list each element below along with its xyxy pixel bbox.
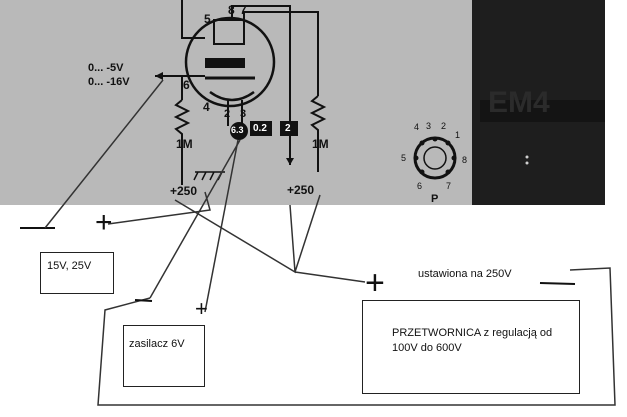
minus-sign-converter bbox=[539, 282, 576, 285]
pin-label: 5 bbox=[204, 12, 211, 26]
tube-highlight bbox=[525, 155, 529, 159]
tube-envelope bbox=[184, 16, 276, 108]
wire-pin5 bbox=[181, 0, 205, 39]
tube-badge-tag bbox=[280, 121, 298, 136]
supply-box-label: 15V, 25V bbox=[47, 260, 92, 272]
tube-label-strip bbox=[480, 100, 605, 122]
heater-box-label: zasilacz 6V bbox=[129, 338, 185, 350]
voltage-right: +250 bbox=[287, 183, 315, 197]
voltage-left: +250 bbox=[170, 184, 198, 198]
plus-sign: + bbox=[95, 206, 113, 239]
tube-anode bbox=[213, 19, 245, 45]
resistor-right-value: 1M bbox=[312, 137, 329, 151]
arrow-right bbox=[286, 158, 294, 165]
pin-label: 6 bbox=[183, 78, 190, 92]
socket-pin-label: 1 bbox=[455, 130, 461, 140]
converter-note: ustawiona na 250V bbox=[418, 268, 512, 280]
wire-supply-minus bbox=[44, 79, 164, 229]
socket-pin bbox=[419, 169, 425, 175]
pin-label: 2 bbox=[224, 108, 231, 120]
wire-heater-minus bbox=[149, 139, 241, 299]
filament-voltage: 6.3 bbox=[231, 125, 244, 135]
pin-label: 7 bbox=[240, 3, 247, 17]
socket-pin-label: 6 bbox=[417, 181, 423, 191]
plus-sign: + bbox=[195, 296, 208, 321]
wire-hv-plus bbox=[294, 271, 366, 283]
tube-badge: 2 bbox=[285, 123, 291, 134]
converter-box bbox=[362, 300, 580, 394]
tube-name: EM4 bbox=[488, 86, 550, 119]
socket-pin bbox=[445, 140, 451, 146]
filament-current: 0.2 bbox=[253, 123, 267, 134]
filament-node bbox=[230, 122, 248, 140]
tube-base bbox=[209, 90, 255, 102]
socket-inner bbox=[423, 146, 447, 170]
socket-pin-label: 2 bbox=[441, 121, 447, 131]
socket-pin bbox=[432, 136, 438, 142]
socket-pin bbox=[445, 169, 451, 175]
plus-sign: + bbox=[365, 264, 385, 302]
socket-pin-label: 3 bbox=[426, 121, 432, 131]
ground-symbol bbox=[193, 171, 225, 181]
socket-pin-label: 4 bbox=[414, 122, 420, 132]
voltage-range-1: 0... -5V bbox=[88, 62, 124, 74]
wire-hv-right bbox=[294, 194, 321, 273]
wire-hv-left bbox=[174, 199, 296, 274]
supply-box bbox=[40, 252, 114, 294]
pin-label: 3 bbox=[240, 108, 247, 120]
pin-label: 4 bbox=[203, 100, 210, 114]
tube-grid bbox=[205, 58, 245, 68]
socket-pin-label: 7 bbox=[446, 181, 452, 191]
filament-current-tag bbox=[250, 121, 272, 136]
wire-heater-plus bbox=[204, 139, 239, 313]
socket-pin-label: 8 bbox=[462, 155, 468, 165]
voltage-range-2: 0... -16V bbox=[88, 76, 130, 88]
socket-pin-label: 5 bbox=[401, 153, 407, 163]
tube-highlight bbox=[525, 161, 529, 165]
resistor-right bbox=[309, 95, 327, 172]
wire-pin7 bbox=[243, 11, 319, 96]
pin-label: 8 bbox=[228, 3, 235, 17]
heater-box bbox=[123, 325, 205, 387]
converter-box-label: PRZETWORNICA z regulacją od 100V do 600V bbox=[392, 327, 553, 354]
socket-label: P bbox=[431, 193, 439, 205]
minus-sign-heater bbox=[134, 299, 153, 302]
socket-pin bbox=[413, 155, 419, 161]
socket-pin bbox=[419, 140, 425, 146]
input-arrow bbox=[155, 72, 163, 80]
socket-pin bbox=[451, 155, 457, 161]
resistor-left-value: 1M bbox=[176, 137, 193, 151]
resistor-left bbox=[173, 99, 191, 185]
wire-converter-return bbox=[97, 267, 616, 406]
wire-pin8 bbox=[231, 5, 291, 165]
